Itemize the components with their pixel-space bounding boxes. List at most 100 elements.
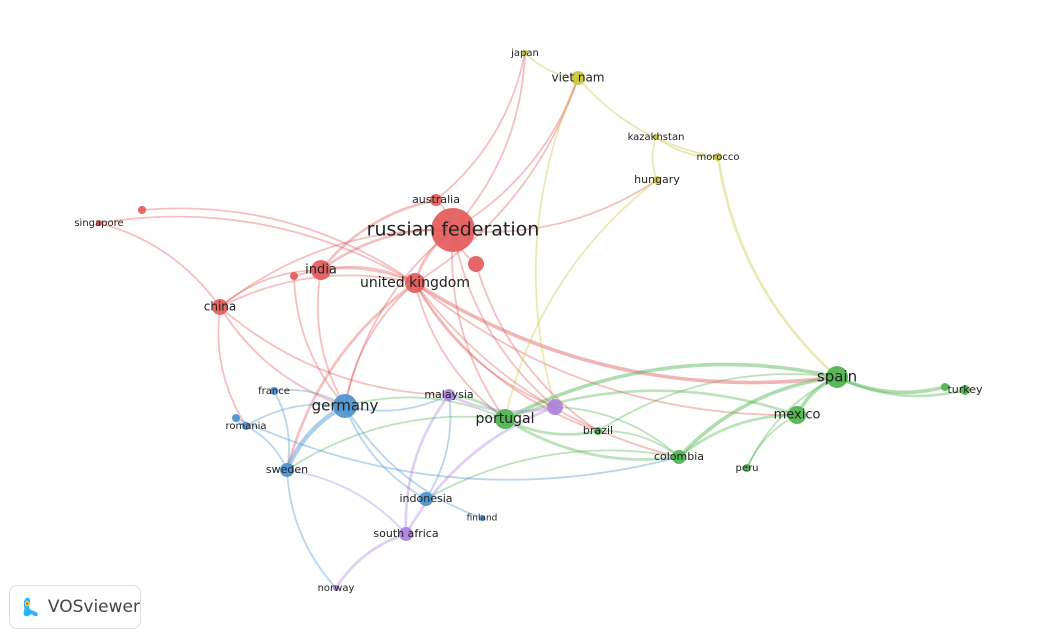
vosviewer-logo-icon [23, 597, 38, 617]
node-label-hungary[interactable]: hungary [634, 173, 680, 186]
edge-mexico-portugal [504, 389, 798, 421]
node-colombia[interactable] [672, 450, 686, 464]
edge-india-china [219, 269, 322, 308]
edge-viet-nam-purple-a [534, 77, 579, 408]
node-label-singapore[interactable]: singapore [74, 218, 123, 229]
node-red-b[interactable] [290, 272, 298, 280]
node-green-a[interactable] [941, 383, 949, 391]
node-russian-federation[interactable] [431, 208, 475, 252]
edges-layer [98, 52, 966, 589]
node-label-united-kingdom[interactable]: united kingdom [360, 275, 470, 291]
edge-spain-green-a [836, 375, 946, 395]
edge-germany-finland [344, 405, 483, 519]
node-label-turkey[interactable]: turkey [947, 383, 983, 396]
nodes-layer [96, 50, 970, 591]
edge-colombia-brazil [597, 430, 680, 458]
node-brazil[interactable] [594, 427, 602, 435]
labels-layer: russian federation australia united kingdo… [74, 48, 983, 594]
node-indonesia[interactable] [419, 492, 433, 506]
node-label-romania[interactable]: romania [225, 421, 266, 432]
node-united-kingdom[interactable] [405, 273, 425, 293]
node-singapore[interactable] [96, 220, 102, 226]
edge-russian-federation-hungary [452, 179, 658, 233]
vosviewer-logo-label: VOSviewer [47, 597, 140, 617]
node-label-mexico[interactable]: mexico [774, 408, 821, 423]
node-turkey[interactable] [960, 385, 970, 395]
node-red-c[interactable] [468, 256, 484, 272]
node-norway[interactable] [333, 585, 339, 591]
edge-united-kingdom-red-b [293, 267, 416, 284]
edge-south-africa-norway [334, 532, 407, 589]
node-label-peru[interactable]: peru [736, 463, 759, 474]
edge-spain-brazil [597, 373, 838, 432]
node-label-india[interactable]: india [305, 263, 337, 278]
node-australia[interactable] [430, 194, 442, 206]
node-label-china[interactable]: china [204, 300, 237, 314]
edge-kazakhstan-morocco [655, 136, 719, 158]
node-morocco[interactable] [714, 153, 722, 161]
edge-spain-turkey [836, 375, 966, 398]
edge-viet-nam-morocco [577, 77, 719, 158]
node-romania[interactable] [242, 422, 250, 430]
edge-blue-a-colombia [235, 417, 680, 481]
edge-mexico-colombia [678, 413, 798, 459]
edge-colombia-purple-a [554, 406, 680, 458]
edge-united-kingdom-brazil [414, 282, 599, 432]
node-label-portugal[interactable]: portugal [476, 411, 535, 427]
node-label-malaysia[interactable]: malaysia [424, 388, 473, 401]
node-label-south-africa[interactable]: south africa [373, 527, 438, 540]
node-sweden[interactable] [280, 463, 294, 477]
node-south-africa[interactable] [399, 527, 413, 541]
node-label-viet-nam[interactable]: viet nam [552, 71, 605, 85]
node-china[interactable] [212, 299, 228, 315]
edge-united-kingdom-germany [344, 282, 416, 407]
edge-south-africa-sweden [286, 469, 407, 535]
node-label-australia[interactable]: australia [412, 193, 460, 206]
node-red-a[interactable] [138, 206, 146, 214]
node-spain[interactable] [826, 366, 848, 388]
edge-spain-portugal [504, 362, 838, 421]
edge-india-germany [316, 269, 346, 407]
node-peru[interactable] [743, 464, 751, 472]
edge-australia-japan [435, 52, 526, 201]
node-label-france[interactable]: france [258, 386, 290, 397]
node-label-morocco[interactable]: morocco [697, 152, 740, 163]
node-label-norway[interactable]: norway [318, 583, 355, 594]
node-label-finland[interactable]: finland [467, 514, 498, 524]
node-label-russian-federation[interactable]: russian federation [367, 219, 540, 241]
node-label-colombia[interactable]: colombia [654, 450, 704, 463]
node-label-kazakhstan[interactable]: kazakhstan [628, 132, 685, 143]
edge-united-kingdom-purple-a [414, 282, 556, 408]
node-france[interactable] [270, 387, 278, 395]
edge-hungary-portugal [504, 179, 658, 420]
node-label-japan[interactable]: japan [510, 48, 539, 59]
node-finland[interactable] [479, 515, 485, 521]
edge-united-kingdom-mexico [414, 282, 798, 416]
edge-united-kingdom-singapore [98, 215, 416, 284]
node-mexico[interactable] [788, 406, 806, 424]
node-label-germany[interactable]: germany [312, 397, 379, 415]
edge-sweden-norway [286, 469, 337, 589]
edge-mexico-peru [746, 414, 798, 469]
node-india[interactable] [311, 260, 331, 280]
node-blue-a[interactable] [232, 414, 240, 422]
vosviewer-logo[interactable]: VOSviewer [9, 585, 141, 629]
node-label-brazil[interactable]: brazil [583, 424, 613, 437]
edge-united-kingdom-portugal [414, 282, 506, 420]
node-label-spain[interactable]: spain [817, 368, 857, 386]
node-label-sweden[interactable]: sweden [266, 463, 308, 476]
edge-portugal-colombia [504, 417, 680, 461]
node-malaysia[interactable] [443, 389, 455, 401]
node-japan[interactable] [522, 50, 528, 56]
edge-russian-federation-portugal [451, 229, 506, 420]
edge-russian-federation-purple-a [452, 229, 556, 408]
node-purple-a[interactable] [547, 399, 563, 415]
edge-united-kingdom-spain [414, 281, 838, 385]
node-kazakhstan[interactable] [653, 134, 659, 140]
node-germany[interactable] [333, 394, 357, 418]
node-viet-nam[interactable] [571, 71, 585, 85]
node-label-indonesia[interactable]: indonesia [399, 492, 452, 505]
node-portugal[interactable] [495, 409, 515, 429]
node-hungary[interactable] [653, 176, 661, 184]
